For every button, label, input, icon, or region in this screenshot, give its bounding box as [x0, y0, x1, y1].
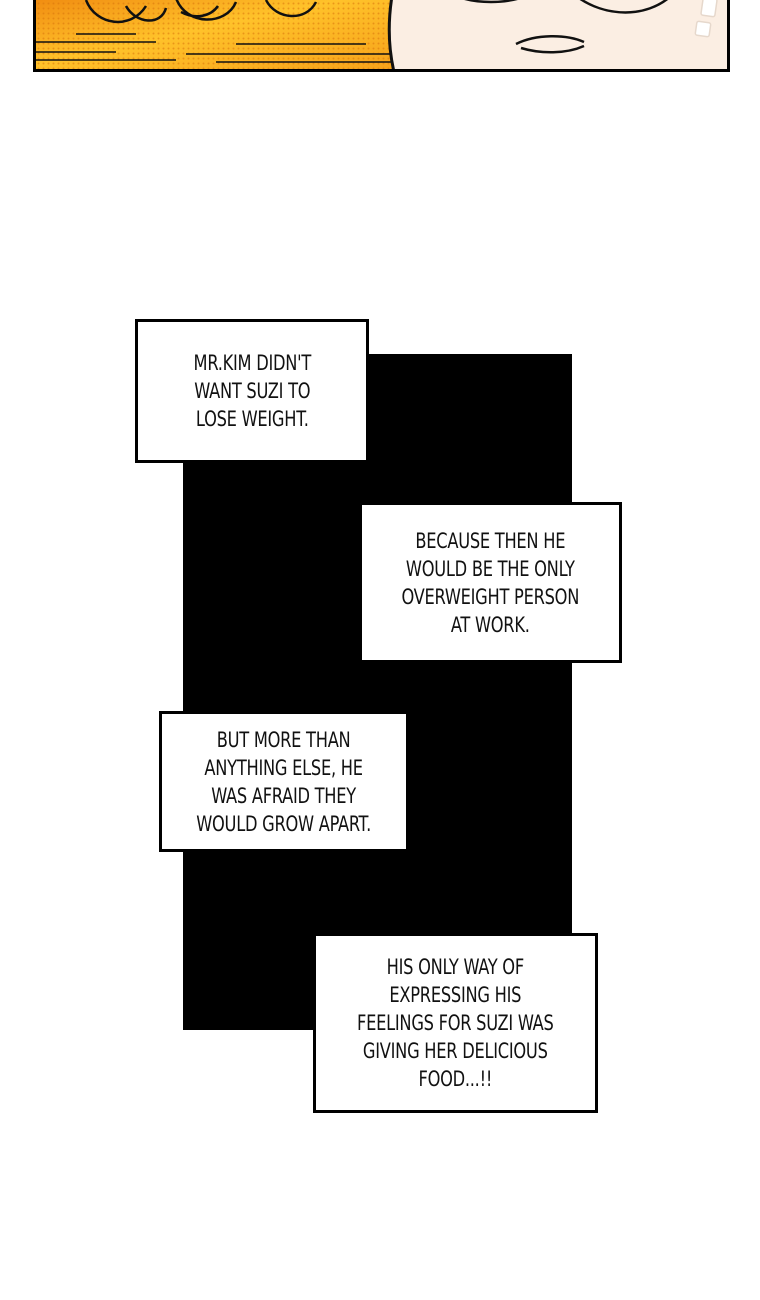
top-comic-panel	[33, 0, 730, 72]
speed-lines	[36, 33, 392, 63]
doodle-curls	[84, 0, 318, 23]
caption-text: HIS ONLY WAY OF EXPRESSING HIS FEELINGS …	[357, 955, 554, 1091]
face-area	[389, 0, 727, 69]
face-lines	[464, 0, 668, 54]
black-panel	[183, 354, 572, 1030]
comic-illustration	[36, 0, 727, 69]
caption-box: MR.KIM DIDN'T WANT SUZI TO LOSE WEIGHT.	[135, 319, 369, 463]
caption-box: HIS ONLY WAY OF EXPRESSING HIS FEELINGS …	[313, 933, 598, 1113]
caption-text: BECAUSE THEN HE WOULD BE THE ONLY OVERWE…	[401, 528, 580, 637]
caption-box: BECAUSE THEN HE WOULD BE THE ONLY OVERWE…	[359, 502, 622, 663]
glint-marks	[694, 0, 718, 38]
caption-box: BUT MORE THAN ANYTHING ELSE, HE WAS AFRA…	[159, 711, 409, 852]
caption-text: MR.KIM DIDN'T WANT SUZI TO LOSE WEIGHT.	[193, 351, 311, 431]
caption-text: BUT MORE THAN ANYTHING ELSE, HE WAS AFRA…	[196, 727, 372, 836]
